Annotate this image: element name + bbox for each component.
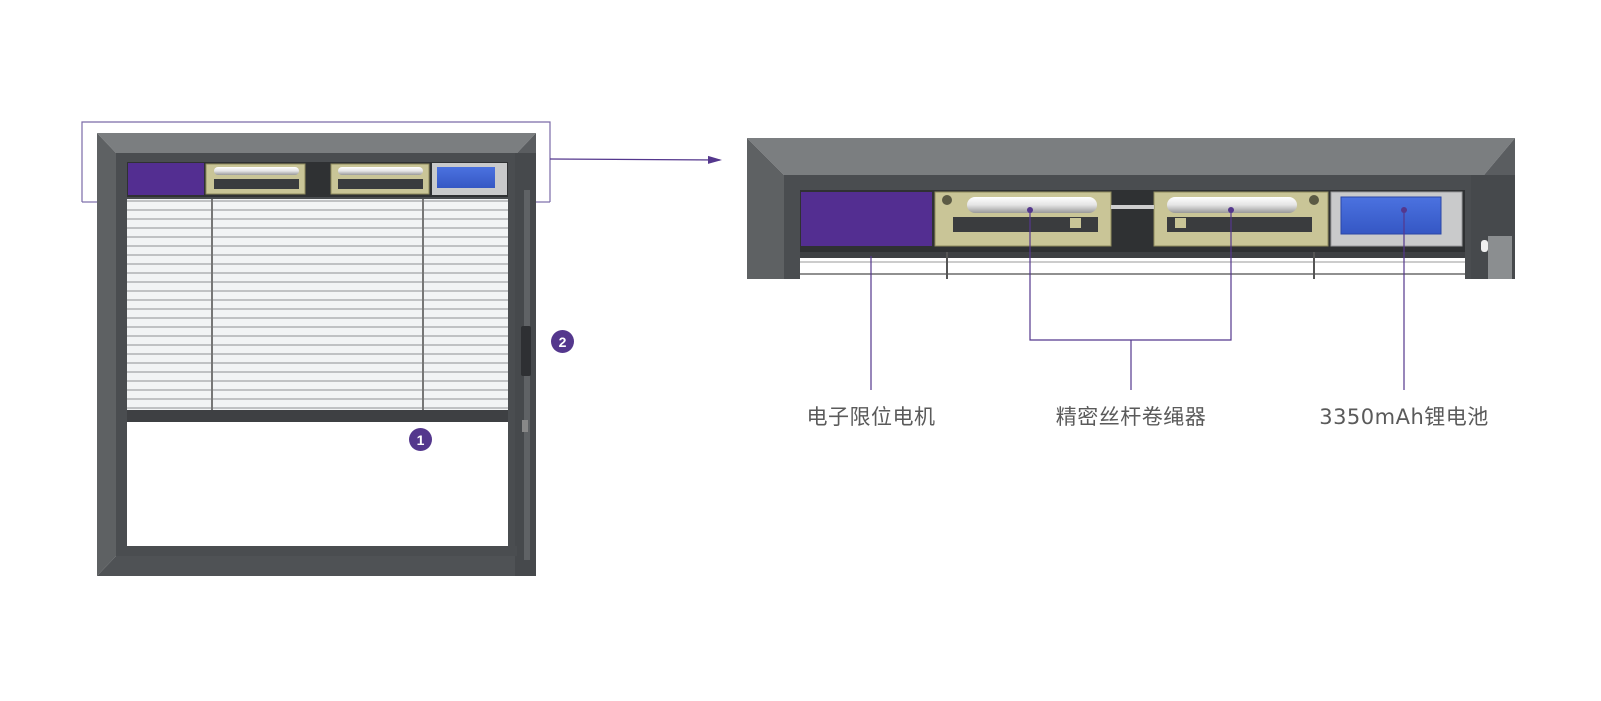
zoom-bracket: [81, 121, 551, 202]
motor-block: [801, 192, 932, 246]
detail-frame-top: [747, 138, 1515, 175]
window-overview: [97, 133, 536, 576]
winder-small-2: [330, 163, 430, 195]
motor-block-small: [128, 163, 204, 195]
label-winder: 精密丝杆卷绳器: [1055, 405, 1207, 429]
frame-top-bevel: [97, 133, 536, 153]
detail-side-track: [1488, 236, 1512, 279]
label-motor: 电子限位电机: [806, 405, 936, 429]
label-battery: 3350mAh锂电池: [1319, 405, 1489, 429]
header-detail: [747, 138, 1515, 279]
side-clip: [522, 420, 528, 432]
bottom-rail: [127, 410, 508, 422]
winder-1: [934, 191, 1112, 247]
detail-frame-left: [747, 138, 784, 279]
detail-blind-strip: [800, 258, 1465, 279]
battery-small: [437, 167, 495, 188]
badge-2: 2: [551, 330, 574, 353]
blind-slats: [127, 200, 508, 409]
frame-left-bevel: [97, 133, 116, 576]
shaft-between-winders: [1111, 205, 1154, 209]
detail-rail: [800, 252, 1465, 258]
callout-lines: [870, 207, 1407, 390]
lower-frame-bottom: [116, 546, 517, 556]
detail-side-knob: [1481, 240, 1488, 252]
badge-1: 1: [409, 428, 432, 451]
blind-area: [127, 199, 508, 410]
frame-bottom-bevel: [97, 556, 536, 576]
winder-small-1: [205, 163, 306, 195]
zoom-arrow: [549, 155, 722, 164]
battery: [1340, 196, 1442, 235]
winder-2: [1153, 191, 1329, 247]
side-control-handle: [521, 326, 531, 376]
lower-glass: [127, 422, 508, 546]
